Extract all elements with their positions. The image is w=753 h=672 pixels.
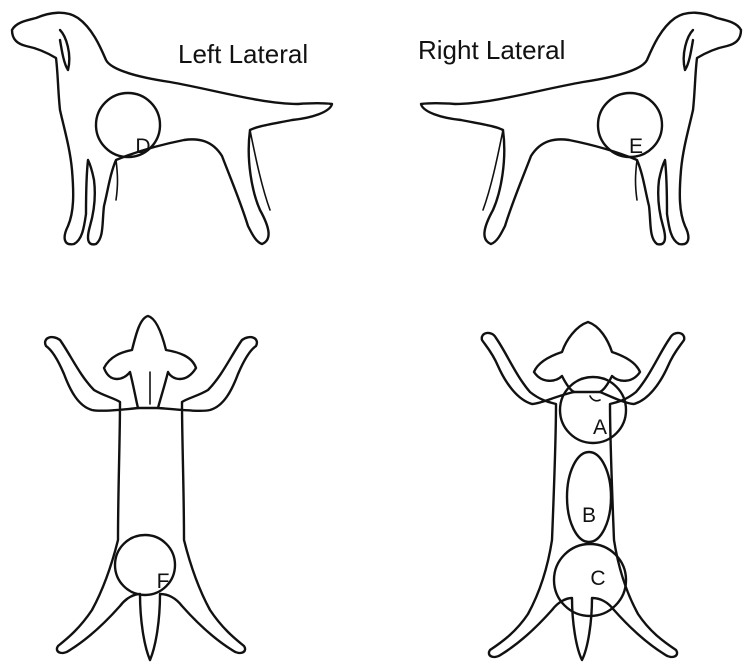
left-lateral-title: Left Lateral [178, 39, 308, 69]
region-f-label: F [157, 570, 170, 593]
region-b-ellipse [567, 452, 611, 542]
region-a-label: A [593, 416, 607, 439]
ventral-view-dog [482, 322, 684, 660]
dorsal-view-dog [45, 316, 257, 660]
region-b-label: B [582, 504, 596, 527]
region-d-label: D [135, 135, 150, 158]
region-c-label: C [590, 567, 605, 590]
right-lateral-title: Right Lateral [418, 35, 565, 65]
region-e-label: E [629, 135, 643, 158]
